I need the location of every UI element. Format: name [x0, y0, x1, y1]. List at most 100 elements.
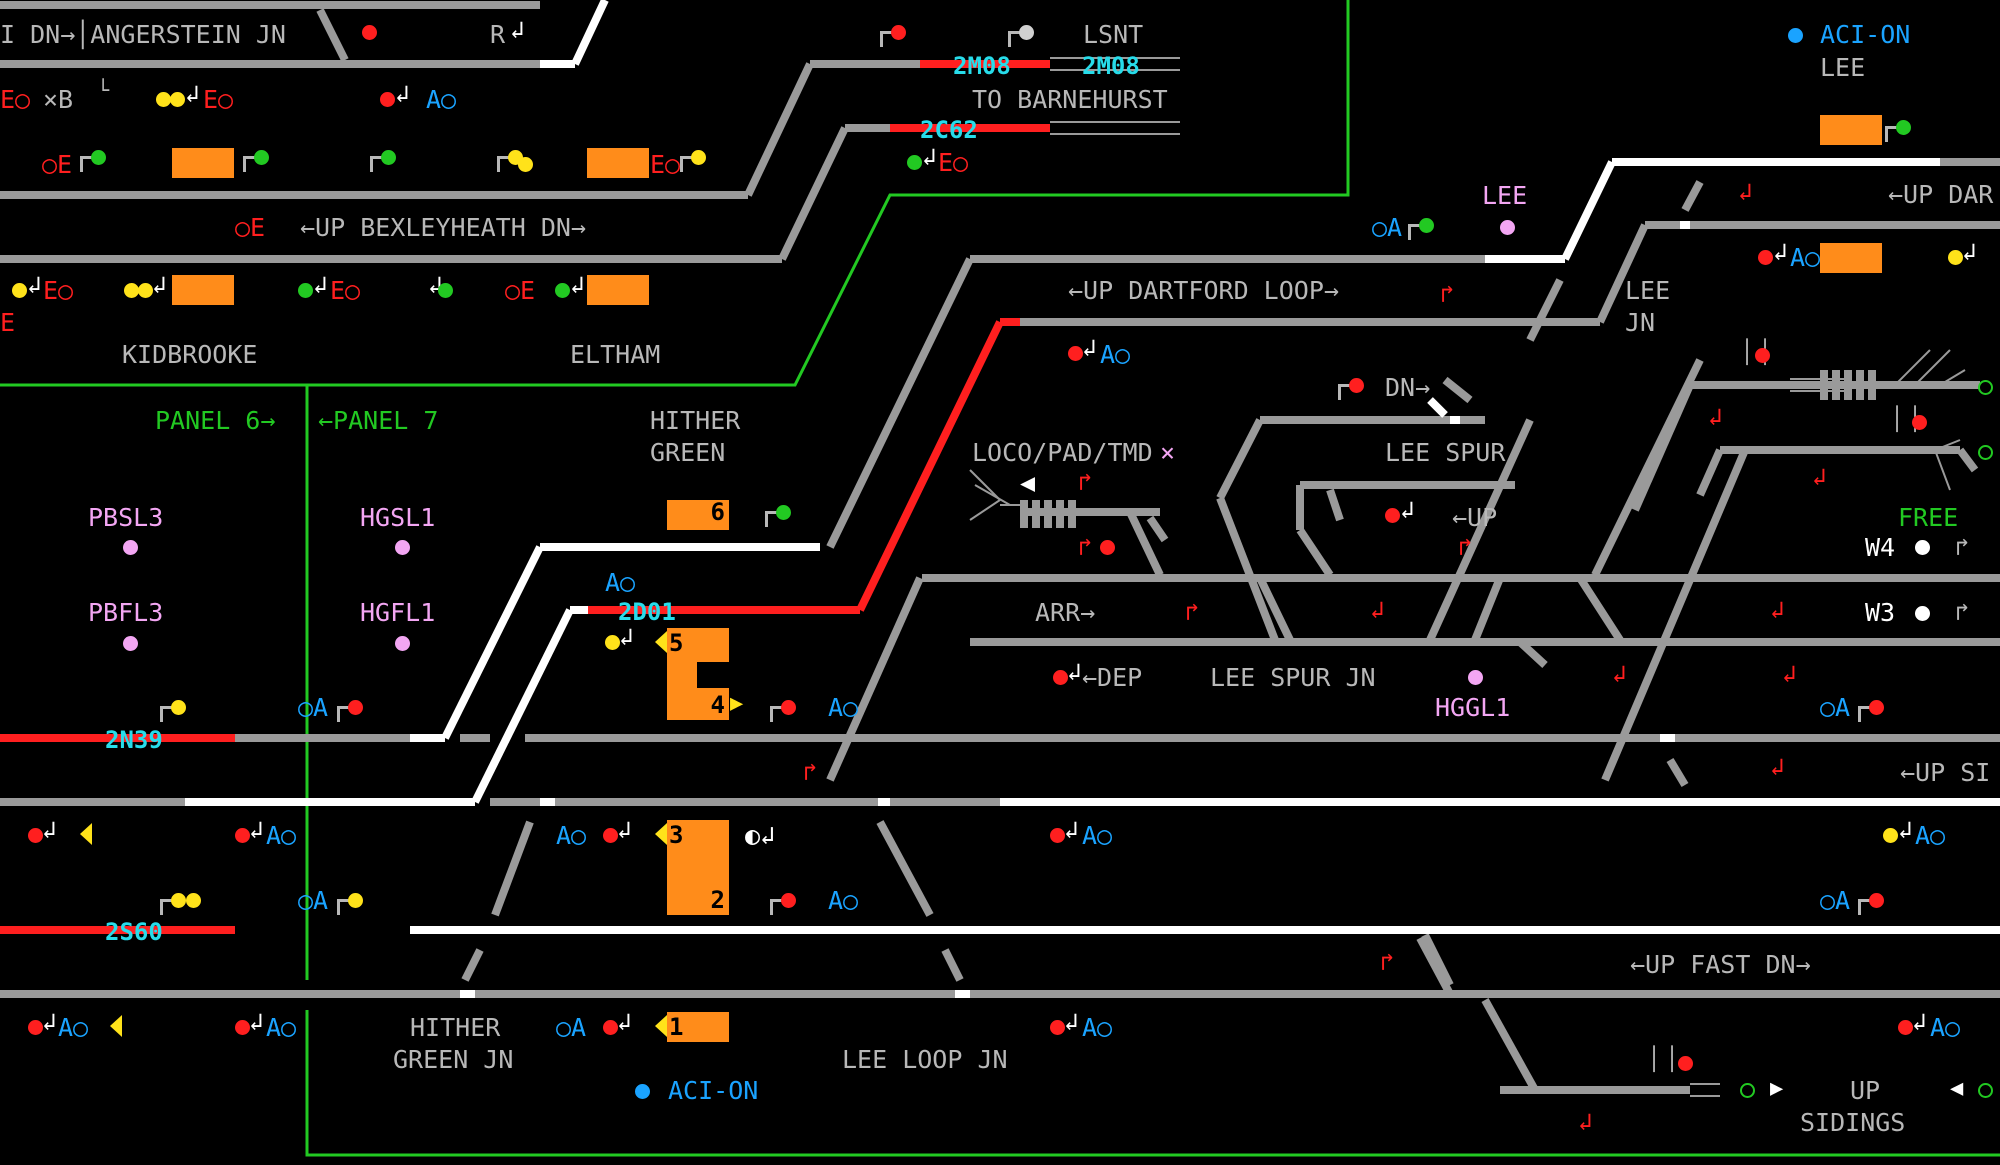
signal-green-icon[interactable] — [1408, 218, 1440, 240]
signal-red-icon[interactable] — [235, 1020, 250, 1035]
shunt-signal-icon[interactable]: ↲ — [1738, 178, 1753, 206]
route-return-icon[interactable]: ↲ — [185, 80, 200, 108]
train-berth[interactable]: 2S60 — [105, 918, 163, 946]
route-return-icon[interactable]: ↲ — [1773, 238, 1788, 266]
shunt-signal-icon[interactable]: ↱ — [1078, 468, 1093, 496]
signal-yellow-icon[interactable] — [680, 150, 712, 172]
signal-yellow-icon[interactable] — [337, 893, 369, 915]
point-box[interactable] — [587, 275, 649, 305]
shunt-signal-icon[interactable]: ↲ — [1370, 596, 1385, 624]
signal-red-icon[interactable] — [337, 700, 369, 722]
signal-red-icon[interactable] — [1858, 700, 1890, 722]
route-return-icon[interactable]: ↲ — [249, 1008, 264, 1036]
train-berth[interactable]: 2D01 — [618, 598, 676, 626]
signal-yellow-icon[interactable] — [156, 92, 171, 107]
route-return-icon[interactable]: ↲ — [27, 271, 42, 299]
shunt-signal-icon[interactable]: ↲ — [1782, 660, 1797, 688]
signal-red-icon[interactable] — [1898, 1020, 1913, 1035]
signal-red-icon[interactable] — [603, 1020, 618, 1035]
signal-red-icon[interactable] — [1053, 670, 1068, 685]
route-return-icon[interactable]: ↲ — [1064, 1008, 1079, 1036]
signal-red-icon[interactable] — [1758, 250, 1773, 265]
signal-green-icon[interactable] — [907, 155, 922, 170]
route-return-icon[interactable]: ↲ — [617, 816, 632, 844]
point-box-large[interactable]: 3 2 — [667, 820, 729, 915]
route-return-icon[interactable]: ↲ — [1067, 658, 1082, 686]
shunt-signal-icon[interactable]: ↱ — [1458, 533, 1473, 561]
signal-green-icon[interactable] — [80, 150, 112, 172]
point-box[interactable] — [587, 148, 649, 178]
signal-red-icon[interactable] — [603, 828, 618, 843]
shunt-signal-icon[interactable]: ↲ — [1578, 1108, 1593, 1136]
ground-position-icon[interactable]: ◐↲ — [745, 821, 776, 850]
signal-red-icon[interactable] — [1755, 348, 1770, 363]
signal-green-icon[interactable] — [765, 505, 797, 527]
signal-yellow-icon[interactable] — [186, 893, 201, 908]
signal-green-icon[interactable] — [438, 283, 453, 298]
signal-yellow-icon[interactable] — [124, 283, 139, 298]
signal-yellow-icon[interactable] — [170, 92, 185, 107]
route-return-icon[interactable]: ↲ — [1898, 816, 1913, 844]
shunt-signal-icon[interactable]: ↱ — [803, 758, 818, 786]
signal-yellow-icon[interactable] — [160, 893, 192, 915]
signal-yellow-icon[interactable] — [12, 283, 27, 298]
signal-red-icon[interactable] — [1050, 1020, 1065, 1035]
signal-yellow-icon[interactable] — [1883, 828, 1898, 843]
train-berth[interactable]: 2M08 — [1082, 52, 1140, 80]
signal-green-icon[interactable] — [243, 150, 275, 172]
route-return-icon[interactable]: ↲ — [1082, 334, 1097, 362]
signal-green-icon[interactable] — [1885, 120, 1917, 142]
train-berth[interactable]: 2C62 — [920, 116, 978, 144]
signal-red-icon[interactable] — [1858, 893, 1890, 915]
shunt-signal-icon[interactable]: ↱ — [1955, 533, 1970, 561]
shunt-signal-icon[interactable]: ↲ — [1812, 463, 1827, 491]
route-return-icon[interactable]: ↲ — [510, 16, 525, 44]
route-return-icon[interactable]: ↲ — [619, 623, 634, 651]
signal-white-icon[interactable] — [1915, 606, 1930, 621]
route-return-icon[interactable]: ↲ — [152, 271, 167, 299]
signal-yellow-icon[interactable] — [605, 635, 620, 650]
signal-red-icon[interactable] — [28, 1020, 43, 1035]
signal-red-icon[interactable] — [1068, 346, 1083, 361]
shunt-signal-icon[interactable]: ↲ — [1612, 660, 1627, 688]
route-return-icon[interactable]: ↲ — [617, 1008, 632, 1036]
route-return-icon[interactable]: ↲ — [395, 80, 410, 108]
signal-red-icon[interactable] — [362, 25, 377, 40]
release-indicator-icon[interactable] — [1500, 220, 1515, 235]
signal-red-icon[interactable] — [235, 828, 250, 843]
release-indicator-icon[interactable] — [395, 540, 410, 555]
shunt-signal-icon[interactable]: ↱ — [1185, 598, 1200, 626]
route-return-icon[interactable]: ↲ — [570, 271, 585, 299]
signal-red-icon[interactable] — [770, 893, 802, 915]
shunt-signal-icon[interactable]: ↱ — [1380, 948, 1395, 976]
signal-yellow-icon[interactable] — [138, 283, 153, 298]
signal-green-icon[interactable] — [298, 283, 313, 298]
signal-green-icon[interactable] — [555, 283, 570, 298]
signal-red-icon[interactable] — [880, 25, 912, 47]
position-light-icon[interactable]: ᛁᛁ — [1645, 1042, 1681, 1077]
signal-white-icon[interactable] — [1915, 540, 1930, 555]
release-indicator-icon[interactable] — [395, 636, 410, 651]
route-return-icon[interactable]: ↲ — [249, 816, 264, 844]
point-box[interactable] — [172, 275, 234, 305]
signal-white-icon[interactable] — [1008, 25, 1040, 47]
shunt-signal-icon[interactable]: ↱ — [1955, 598, 1970, 626]
point-box[interactable] — [172, 148, 234, 178]
train-berth[interactable]: 2N39 — [105, 726, 163, 754]
shunt-signal-icon[interactable]: ↱ — [1440, 280, 1455, 308]
route-return-icon[interactable]: ↲ — [42, 1008, 57, 1036]
point-box[interactable] — [1820, 243, 1882, 273]
route-return-icon[interactable]: ↲ — [1962, 238, 1977, 266]
route-return-icon[interactable]: ↲ — [922, 143, 937, 171]
signal-yellow-icon[interactable] — [160, 700, 192, 722]
point-box[interactable]: 1 — [667, 1012, 729, 1042]
route-return-icon[interactable]: ↲ — [42, 816, 57, 844]
release-indicator-icon[interactable] — [123, 540, 138, 555]
shunt-signal-icon[interactable]: ↲ — [1770, 753, 1785, 781]
point-box[interactable] — [1820, 115, 1882, 145]
route-return-icon[interactable]: ↲ — [1400, 496, 1415, 524]
signal-red-icon[interactable] — [28, 828, 43, 843]
signal-yellow-icon[interactable] — [1948, 250, 1963, 265]
release-indicator-icon[interactable] — [123, 636, 138, 651]
signal-red-icon[interactable] — [770, 700, 802, 722]
